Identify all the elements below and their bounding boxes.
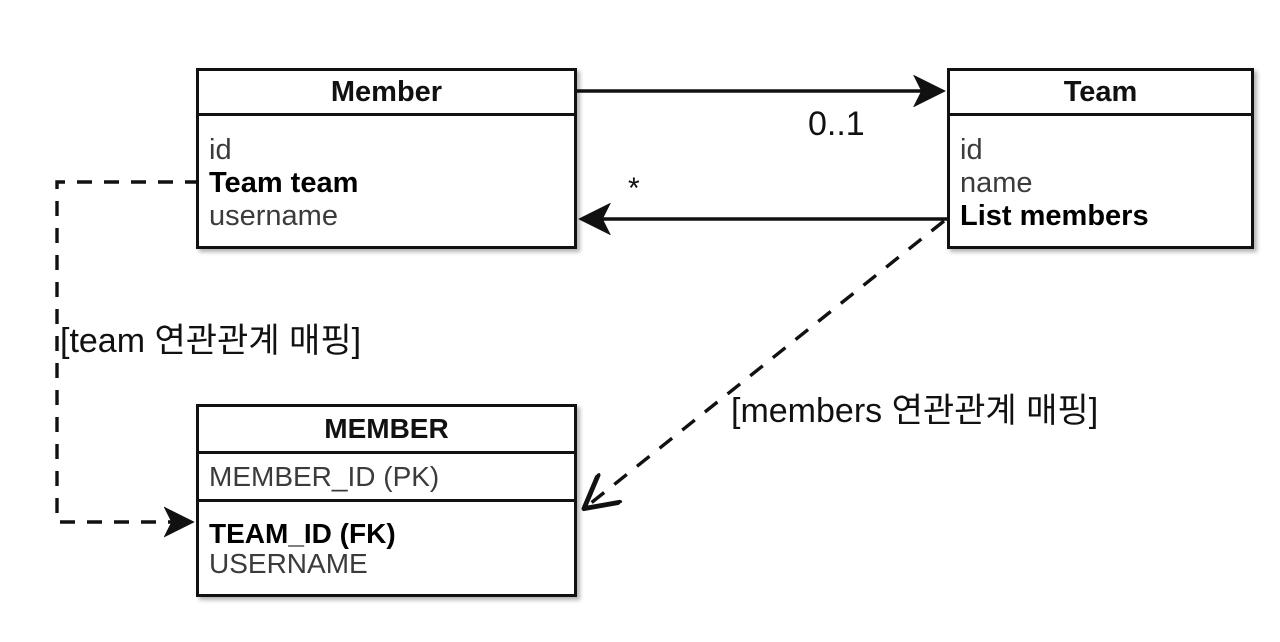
class-box-team[interactable]: Team id name List members [947, 68, 1254, 249]
table-name-member: MEMBER [199, 407, 574, 454]
field-member-username: username [209, 199, 338, 232]
field-member-id: id [209, 134, 232, 167]
table-primary-key-section: MEMBER_ID (PK) [199, 454, 574, 502]
column-username: USERNAME [209, 547, 368, 579]
edge-members-field-mapping [586, 219, 946, 507]
class-name-member: Member [199, 71, 574, 116]
note-team-mapping: [team 연관관계 매핑] [60, 322, 362, 360]
table-columns-section: TEAM_ID (FK) USERNAME [199, 502, 574, 594]
multiplicity-label-member-to-team: 0..1 [808, 105, 865, 143]
field-member-team: Team team [209, 167, 359, 200]
field-team-name: name [960, 167, 1033, 200]
class-name-team: Team [950, 71, 1251, 116]
multiplicity-label-team-to-member: * [628, 172, 640, 205]
class-box-member[interactable]: Member id Team team username [196, 68, 577, 249]
class-fields-member: id Team team username [199, 116, 574, 249]
field-team-id: id [960, 134, 983, 167]
field-team-members: List members [960, 199, 1149, 232]
table-box-member[interactable]: MEMBER MEMBER_ID (PK) TEAM_ID (FK) USERN… [196, 404, 577, 597]
column-team-id-fk: TEAM_ID (FK) [209, 517, 396, 549]
class-fields-team: id name List members [950, 116, 1251, 249]
note-members-mapping: [members 연관관계 매핑] [731, 392, 1099, 430]
column-member-id-pk: MEMBER_ID (PK) [209, 460, 440, 492]
